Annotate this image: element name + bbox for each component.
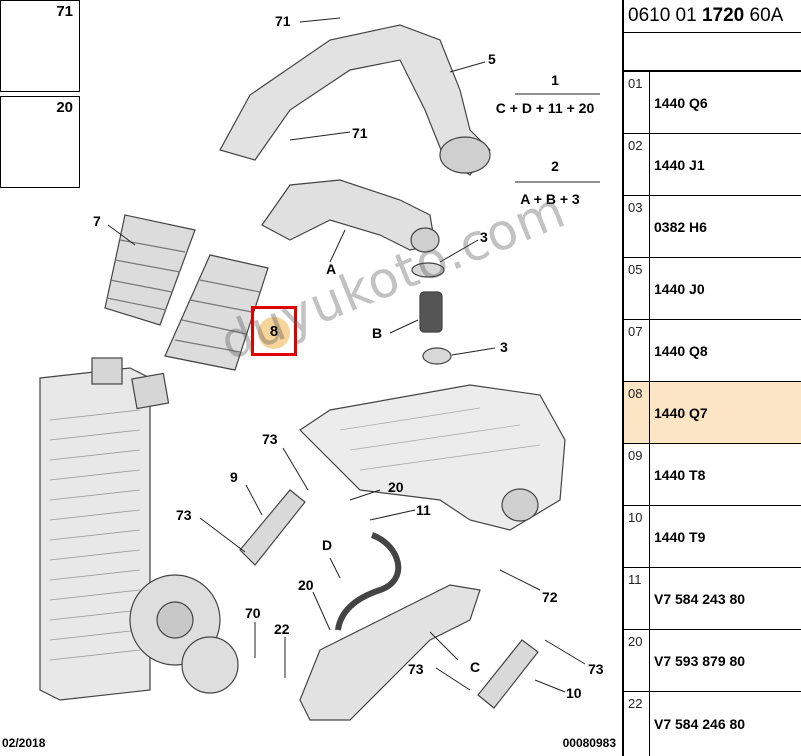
- selected-callout-number: 8: [269, 323, 279, 340]
- row-index: 09: [624, 444, 650, 505]
- row-code: 1440 Q6: [654, 94, 708, 111]
- row-code: 1440 J0: [654, 280, 705, 297]
- callout-label[interactable]: C: [470, 659, 481, 675]
- pipe-9-part: [239, 489, 306, 566]
- header-prefix: 0610 01: [628, 5, 702, 26]
- row-code: 1440 T9: [654, 528, 706, 545]
- parts-diagram: 71 20 71 5 71 7 A 3 B 3 73 9 73 20 11 D …: [0, 0, 616, 750]
- row-code: V7 593 879 80: [654, 652, 746, 669]
- row-code: 1440 T8: [654, 466, 706, 483]
- formula-number: 1: [551, 72, 559, 88]
- panel-subheader: [624, 32, 801, 72]
- row-index: 01: [624, 72, 650, 133]
- formula-number: 2: [551, 158, 559, 174]
- formula-expression: A + B + 3: [520, 191, 580, 207]
- pipe-10-part: [477, 639, 539, 709]
- callout-label[interactable]: 71: [275, 13, 291, 29]
- diagram-drawing: [17, 17, 600, 721]
- callout-label[interactable]: 70: [245, 605, 261, 621]
- callout-label[interactable]: 10: [566, 685, 582, 701]
- hose-a-part: [261, 179, 440, 253]
- legend-box-20: 20: [0, 96, 80, 188]
- row-code: 1440 Q8: [654, 342, 708, 359]
- leader-lines: [107, 17, 600, 693]
- footer-date: 02/2018: [2, 736, 46, 750]
- row-index: 02: [624, 134, 650, 195]
- row-code: 1440 Q7: [654, 404, 708, 421]
- callout-dot: [258, 317, 290, 349]
- turbocharger-part: [129, 574, 239, 694]
- pipe-d-part: [335, 532, 402, 631]
- legend-box-71: 71: [0, 0, 80, 92]
- callout-label[interactable]: 73: [176, 507, 192, 523]
- row-index: 20: [624, 630, 650, 691]
- callout-label[interactable]: 5: [488, 51, 496, 67]
- row-index: 11: [624, 568, 650, 629]
- row-code: V7 584 246 80: [654, 716, 746, 732]
- callout-label[interactable]: 73: [588, 661, 604, 677]
- row-index: 05: [624, 258, 650, 319]
- header-bold: 1720: [701, 5, 745, 26]
- callout-label[interactable]: 20: [298, 577, 314, 593]
- callout-label[interactable]: 20: [388, 479, 404, 495]
- callout-label[interactable]: 72: [542, 589, 558, 605]
- callout-label[interactable]: 11: [416, 502, 431, 518]
- row-index: 10: [624, 506, 650, 567]
- row-index: 22: [624, 692, 650, 756]
- callout-label[interactable]: 3: [500, 339, 508, 355]
- hose-7-part: [104, 214, 196, 326]
- legend-number: 71: [56, 3, 73, 20]
- panel-header: 0610 01 1720 60A: [624, 0, 801, 33]
- pipe-5-part: [219, 24, 491, 176]
- callout-label[interactable]: 7: [93, 213, 101, 229]
- callout-label[interactable]: 9: [230, 469, 238, 485]
- row-code: 0382 H6: [654, 218, 707, 235]
- callout-label[interactable]: A: [326, 261, 337, 277]
- callout-label[interactable]: B: [372, 325, 383, 341]
- row-index: 07: [624, 320, 650, 381]
- callout-label[interactable]: 22: [274, 621, 290, 637]
- intake-manifold-part: [299, 384, 566, 531]
- intercooler-part: [39, 357, 170, 701]
- callout-label[interactable]: 73: [262, 431, 278, 447]
- row-code: 1440 J1: [654, 156, 705, 173]
- callout-label[interactable]: 3: [480, 229, 488, 245]
- callout-label[interactable]: 71: [352, 125, 368, 141]
- legend-number: 20: [56, 99, 73, 116]
- formula-expression: C + D + 11 + 20: [495, 100, 595, 116]
- hose-8-part: [164, 254, 269, 371]
- row-index: 03: [624, 196, 650, 257]
- selected-callout-highlight[interactable]: 8: [251, 306, 297, 356]
- callout-label[interactable]: D: [322, 537, 333, 553]
- row-index: 08: [624, 382, 650, 443]
- callout-label[interactable]: 73: [408, 661, 424, 677]
- hose-b-part: [411, 262, 452, 365]
- pipe-c-part: [299, 584, 481, 721]
- row-code: V7 584 243 80: [654, 590, 746, 607]
- header-suffix: 60A: [744, 5, 784, 26]
- footer-ref: 00080983: [562, 736, 616, 750]
